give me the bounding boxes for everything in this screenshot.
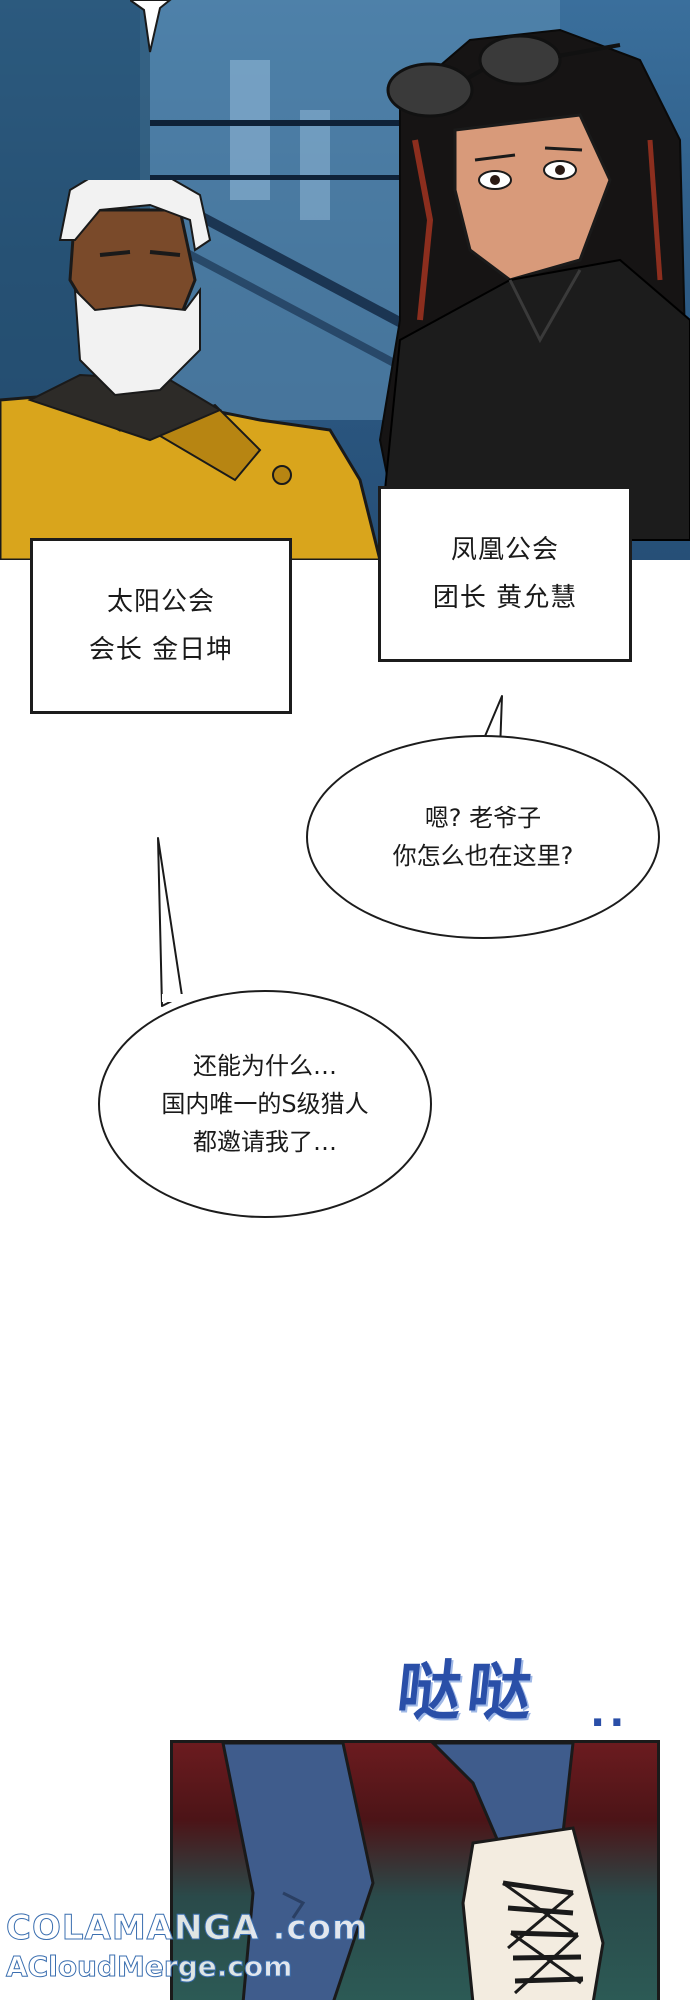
- watermark-line: ACloudMerge.com: [6, 1950, 293, 1984]
- caption-guild-name: 太阳公会: [106, 587, 215, 617]
- speech-line: 还能为什么…: [193, 1052, 337, 1080]
- speech-line: 你怎么也在这里?: [392, 842, 574, 870]
- railing: [150, 175, 450, 180]
- panel-top-illustration: [0, 0, 690, 560]
- old-man-figure: [0, 180, 382, 560]
- watermark-line: COLAMANGA .com: [6, 1908, 369, 1949]
- speech-tail: [130, 0, 172, 53]
- speech-line: 国内唯一的S级猎人: [161, 1090, 369, 1118]
- speech-line: 都邀请我了…: [193, 1128, 337, 1156]
- walking-legs: [221, 1743, 605, 2000]
- tail-join: [162, 994, 184, 1002]
- speech-bubble-woman: 嗯? 老爷子 你怎么也在这里?: [306, 735, 660, 939]
- woman-figure: [378, 28, 690, 541]
- panel-bottom-illustration: [170, 1740, 660, 2000]
- caption-guild-name: 凤凰公会: [450, 535, 559, 565]
- watermark-logo: COLAMANGA .com ACloudMerge.com: [6, 1908, 426, 1998]
- railing: [150, 120, 450, 126]
- speech-bubble-old-man: 还能为什么… 国内唯一的S级猎人 都邀请我了…: [98, 990, 432, 1218]
- caption-phoenix-guild: 凤凰公会 团长 黄允慧: [378, 486, 632, 662]
- caption-character-title: 团长 黄允慧: [432, 583, 578, 613]
- caption-character-title: 会长 金日坤: [88, 635, 234, 665]
- tail-join: [478, 742, 502, 750]
- caption-sun-guild: 太阳公会 会长 金日坤: [30, 538, 292, 714]
- sound-effect-footsteps: 哒哒: [393, 1654, 542, 1729]
- background-window: [300, 110, 330, 220]
- speech-line: 嗯? 老爷子: [424, 804, 542, 832]
- sound-effect-dots: ..: [590, 1690, 629, 1736]
